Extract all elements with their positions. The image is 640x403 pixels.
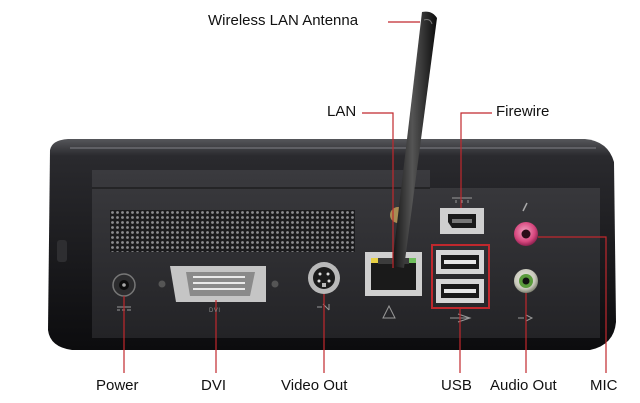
firewire-port-icon — [440, 197, 484, 234]
label-antenna: Wireless LAN Antenna — [208, 12, 359, 29]
label-lan: LAN — [327, 103, 357, 120]
vent-grille — [110, 210, 355, 252]
antenna-icon — [390, 11, 437, 268]
callout-lines — [123, 21, 607, 373]
label-mic: MIC — [590, 377, 618, 394]
s-video-port-icon — [308, 262, 340, 311]
label-video-out: Video Out — [281, 377, 348, 394]
callout-line-lan — [362, 112, 394, 268]
label-firewire: Firewire — [496, 103, 550, 120]
dvi-port-icon — [158, 266, 279, 302]
audio-jack-icon — [514, 269, 538, 322]
usb-port-icon — [436, 250, 484, 323]
label-audio-out: Audio Out — [490, 377, 557, 394]
callout-line-firewire — [460, 112, 492, 208]
label-dvi: DVI — [201, 377, 227, 394]
mic-jack-icon — [514, 202, 538, 246]
label-power: Power — [96, 377, 139, 394]
label-usb: USB — [441, 377, 472, 394]
dvi-port-marking: DVI — [209, 308, 221, 314]
callout-line-mic — [538, 236, 607, 373]
